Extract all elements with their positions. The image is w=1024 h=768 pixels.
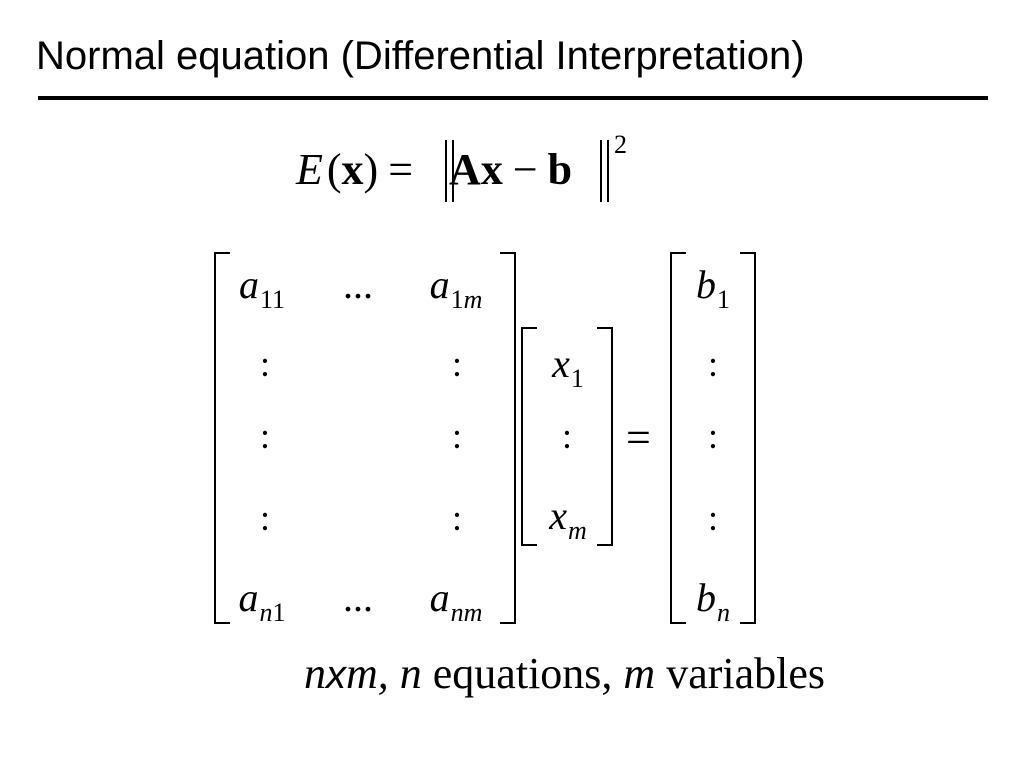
matrix-a-r1-c2: ... xyxy=(343,262,373,307)
matrix-a-vdots-r2-c3: : xyxy=(452,344,463,384)
caption-times: x xyxy=(326,653,346,697)
energy-vector-x: x xyxy=(480,145,503,194)
caption-variables-text: variables xyxy=(655,649,826,698)
energy-minus: − xyxy=(512,145,538,194)
vector-b-right-bracket xyxy=(740,252,756,624)
caption-n-equations: n xyxy=(399,649,422,698)
caption-m-variables: m xyxy=(623,649,656,698)
vector-x-bottom: xm xyxy=(549,493,587,545)
matrix-equals-sign: = xyxy=(626,413,651,462)
slide-title: Normal equation (Differential Interpreta… xyxy=(36,34,805,78)
vector-b-top: b1 xyxy=(696,262,730,314)
vector-b-bottom: bn xyxy=(696,575,730,627)
energy-rparen: ) xyxy=(363,145,379,194)
vector-x-left-bracket xyxy=(521,327,537,546)
matrix-a-right-bracket xyxy=(500,252,516,624)
energy-equation: E(x)=Ax−b xyxy=(296,148,572,192)
energy-arg: x xyxy=(341,145,364,194)
matrix-a-rn-c1: an1 xyxy=(238,575,286,627)
matrix-a-vdots-r4-c1: : xyxy=(260,498,271,538)
matrix-a-rn-c3: anm xyxy=(429,575,483,627)
norm-exponent: 2 xyxy=(614,130,627,159)
energy-lparen: ( xyxy=(326,145,342,194)
matrix-a-vdots-r4-c3: : xyxy=(452,498,463,538)
vector-x-top: x1 xyxy=(552,341,584,393)
energy-equals: = xyxy=(388,145,414,194)
title-underline xyxy=(38,96,988,100)
vector-b-vdots-3: : xyxy=(708,498,719,538)
vector-b-left-bracket xyxy=(670,252,686,624)
vector-b-vdots-2: : xyxy=(708,416,719,456)
matrix-a-left-bracket xyxy=(214,252,230,624)
dimension-caption: nxm, n equations, m variables xyxy=(304,652,825,696)
energy-func-symbol: E xyxy=(296,145,323,194)
energy-matrix-A: A xyxy=(449,145,481,194)
matrix-a-vdots-r3-c1: : xyxy=(260,416,271,456)
caption-m: m xyxy=(346,649,378,698)
norm-right-bar-1 xyxy=(600,140,602,202)
vector-x-right-bracket xyxy=(597,327,613,546)
vector-x-vdots: : xyxy=(562,416,573,456)
matrix-a-rn-c2: ... xyxy=(343,575,373,620)
vector-b-vdots-1: : xyxy=(708,344,719,384)
matrix-a-vdots-r3-c3: : xyxy=(452,416,463,456)
caption-n: n xyxy=(304,649,326,698)
norm-right-bar-2 xyxy=(607,140,609,202)
norm-left-bar-2 xyxy=(452,140,454,202)
norm-left-bar-1 xyxy=(445,140,447,202)
energy-vector-b: b xyxy=(547,145,573,194)
caption-comma: , xyxy=(377,649,400,698)
matrix-a-vdots-r2-c1: : xyxy=(260,344,271,384)
matrix-a-r1-c1: a11 xyxy=(238,262,286,314)
matrix-a-r1-c3: a1m xyxy=(429,262,483,314)
caption-equations-text: equations, xyxy=(421,649,624,698)
